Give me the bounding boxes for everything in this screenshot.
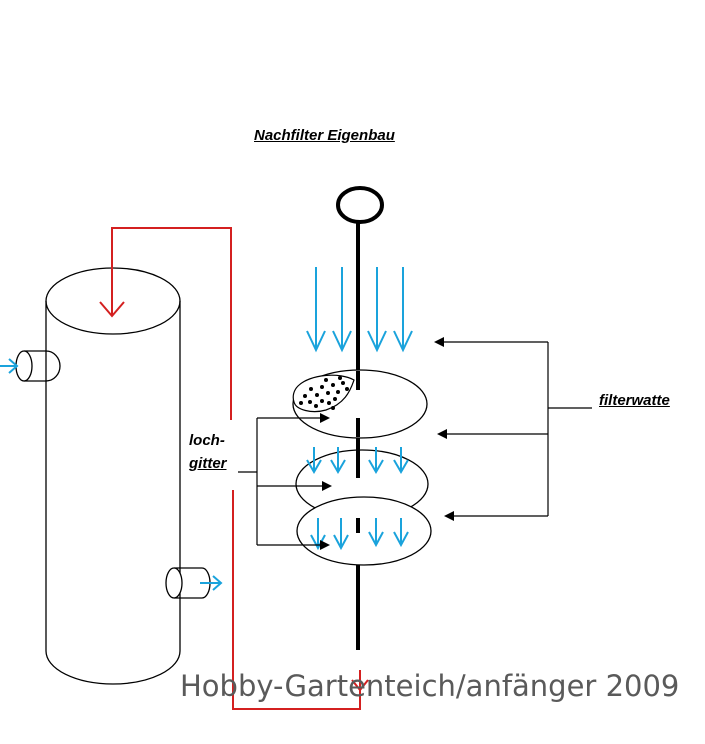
lochgitter-label-line1: loch- [189,432,225,449]
filter-disc-top [292,369,428,439]
filterwatte-pointers [443,341,592,517]
perforation-dots [299,376,349,410]
filter-disc-bottom [296,496,432,650]
water-flow-arrows-bottom [310,518,409,551]
red-inlet-pipe [99,227,232,420]
lochgitter-pointers [238,417,324,546]
rod-handle-ring [336,186,384,224]
outlet-flow-arrow [200,575,223,591]
red-outlet-pipe [232,490,369,710]
filterwatte-arrowheads [434,337,454,521]
tank-inlet-nozzle [15,350,61,382]
lochgitter-arrowheads [320,413,332,550]
watermark-text: Hobby-Gartenteich/anfänger 2009 [180,669,680,703]
tank-outlet-nozzle [165,567,211,599]
lochgitter-label-line2: gitter [189,455,227,472]
filterwatte-label: filterwatte [599,392,670,409]
water-flow-arrows-middle [306,447,409,474]
filter-tank [45,267,181,685]
diagram-title: Nachfilter Eigenbau [254,127,395,144]
water-flow-arrows-top [306,267,413,353]
inlet-flow-arrow [0,358,19,374]
